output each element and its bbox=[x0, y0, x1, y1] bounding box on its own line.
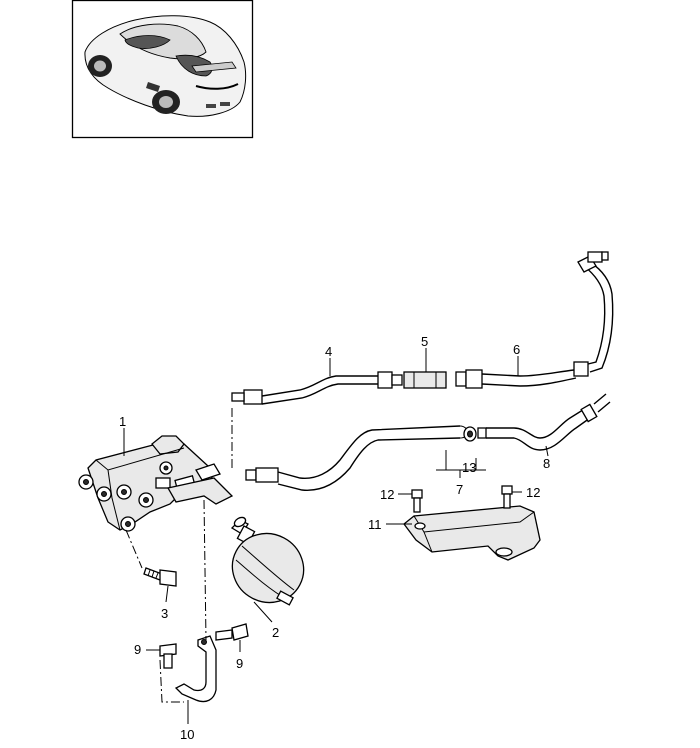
callout-2: 2 bbox=[272, 625, 279, 640]
callout-12-left: 12 bbox=[380, 487, 394, 502]
part-5-coupler bbox=[403, 371, 447, 389]
front-wheel bbox=[88, 55, 112, 77]
part-13-clip bbox=[463, 426, 477, 442]
part-3-bolt bbox=[143, 567, 177, 587]
callout-3: 3 bbox=[161, 606, 168, 621]
part-6-pipe bbox=[455, 251, 614, 389]
part-1-pump-assembly bbox=[78, 435, 234, 532]
hose-assembly bbox=[245, 425, 469, 491]
part-10-bracket bbox=[174, 635, 217, 703]
callout-6: 6 bbox=[513, 342, 520, 357]
part-8-hose bbox=[477, 393, 611, 451]
callout-7: 7 bbox=[456, 482, 463, 497]
callout-1: 1 bbox=[119, 414, 126, 429]
callout-10: 10 bbox=[180, 727, 194, 742]
part-12-bolts bbox=[411, 485, 513, 513]
mounting-ears bbox=[78, 461, 173, 532]
callout-5: 5 bbox=[421, 334, 428, 349]
callout-4: 4 bbox=[325, 344, 332, 359]
callout-9-right: 9 bbox=[236, 656, 243, 671]
callout-13: 13 bbox=[462, 460, 476, 475]
part-11-shield bbox=[403, 505, 541, 561]
assembly-centerlines bbox=[125, 408, 233, 703]
callout-11: 11 bbox=[368, 517, 382, 532]
car-illustration bbox=[84, 15, 247, 117]
callout-9-left: 9 bbox=[134, 642, 141, 657]
part-9-bolts bbox=[159, 623, 249, 669]
part-4-pipe bbox=[231, 371, 403, 405]
callout-labels: 1 2 3 4 5 6 7 8 9 9 10 11 12 12 13 bbox=[119, 334, 550, 742]
callout-8: 8 bbox=[543, 456, 550, 471]
vehicle-thumbnail bbox=[71, 0, 254, 139]
leader-lines bbox=[123, 348, 549, 724]
callout-12-right: 12 bbox=[526, 485, 540, 500]
rear-wheel bbox=[152, 90, 180, 114]
part-2-accumulator bbox=[230, 516, 305, 606]
